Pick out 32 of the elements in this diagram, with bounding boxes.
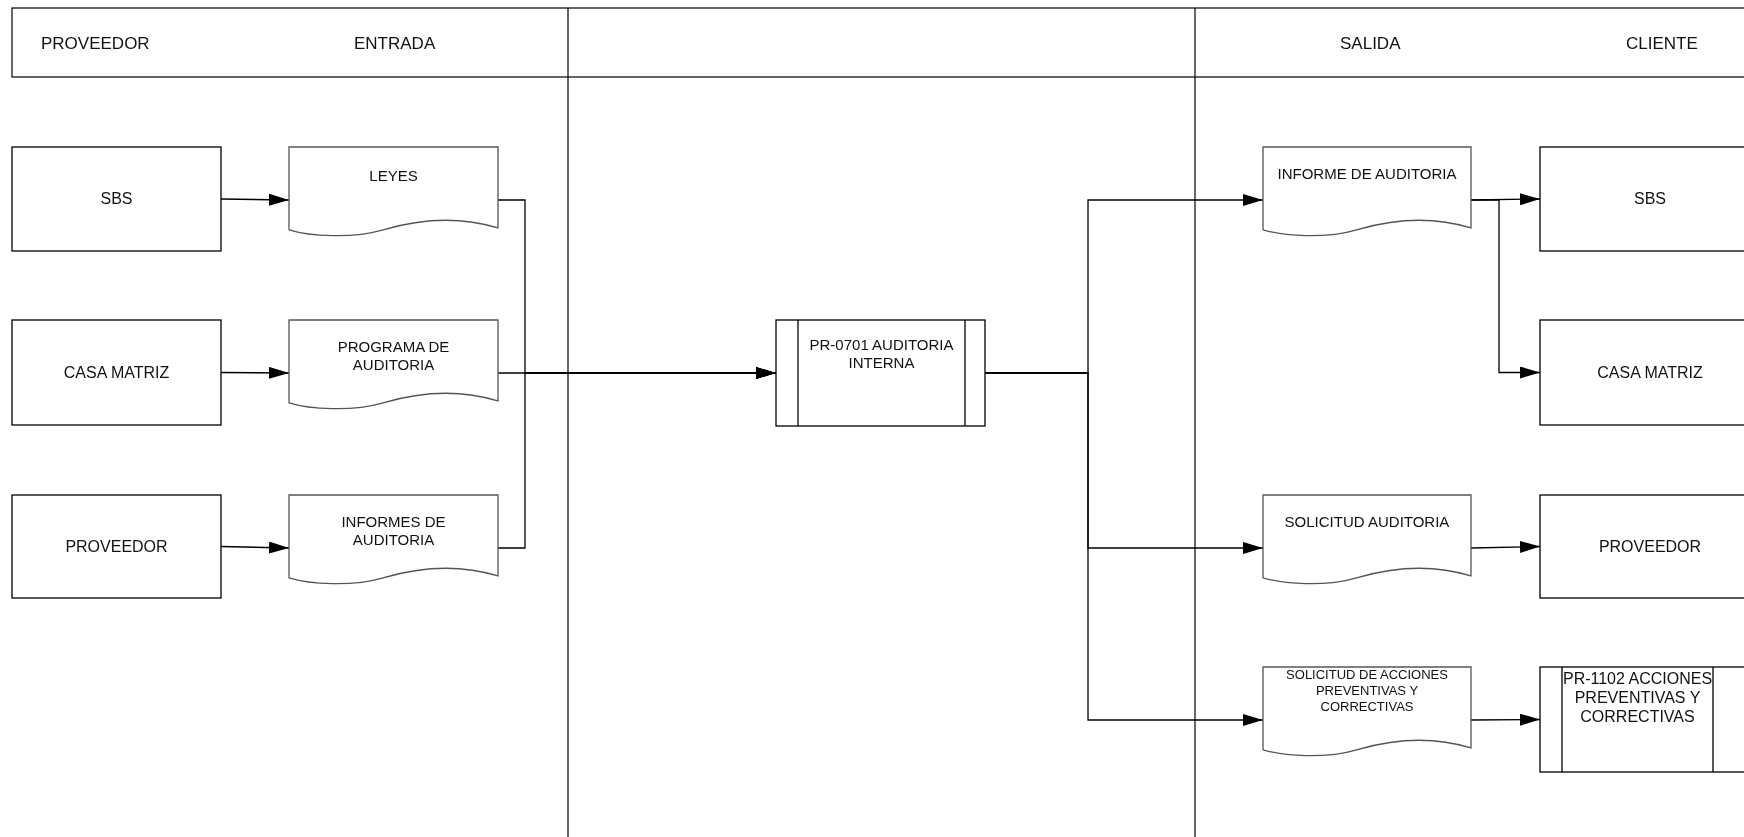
node-label: SBS [1633, 190, 1667, 208]
node-label: PROGRAMA DE AUDITORIA [336, 338, 451, 374]
document-shape [1263, 495, 1471, 587]
column-heading: ENTRADA [354, 34, 436, 54]
predefined-process-box [1540, 667, 1744, 772]
node-label: CASA MATRIZ [1596, 363, 1704, 382]
process-box [1540, 495, 1744, 598]
document-shape [289, 495, 498, 587]
node-label: LEYES [368, 167, 419, 185]
process-box [1540, 147, 1744, 251]
node-label: SOLICITUD AUDITORIA [1283, 513, 1451, 531]
process-box [1540, 320, 1744, 425]
column-heading: CLIENTE [1626, 34, 1698, 54]
document-shape [289, 147, 498, 239]
process-box [12, 495, 221, 598]
document-shape [1263, 667, 1471, 759]
node-label: SBS [99, 190, 134, 208]
node-label: CASA MATRIZ [62, 363, 171, 382]
document-shape [1263, 147, 1471, 239]
node-label: PR-1102 ACCIONES PREVENTIVAS Y CORRECTIVAS [1562, 669, 1713, 726]
node-label: INFORMES DE AUDITORIA [340, 513, 447, 549]
process-box [12, 320, 221, 425]
process-box [12, 147, 221, 251]
node-label: PR-0701 AUDITORIA INTERNA [808, 336, 955, 372]
predefined-process-box [776, 320, 985, 426]
column-heading: SALIDA [1340, 34, 1401, 54]
node-label: SOLICITUD DE ACCIONES PREVENTIVAS Y CORRECTIVAS [1285, 667, 1449, 715]
document-shape [289, 320, 498, 412]
node-label: INFORME DE AUDITORIA [1277, 165, 1457, 183]
column-heading: PROVEEDOR [41, 34, 150, 54]
node-label: PROVEEDOR [1597, 537, 1703, 556]
node-label: PROVEEDOR [64, 537, 169, 556]
